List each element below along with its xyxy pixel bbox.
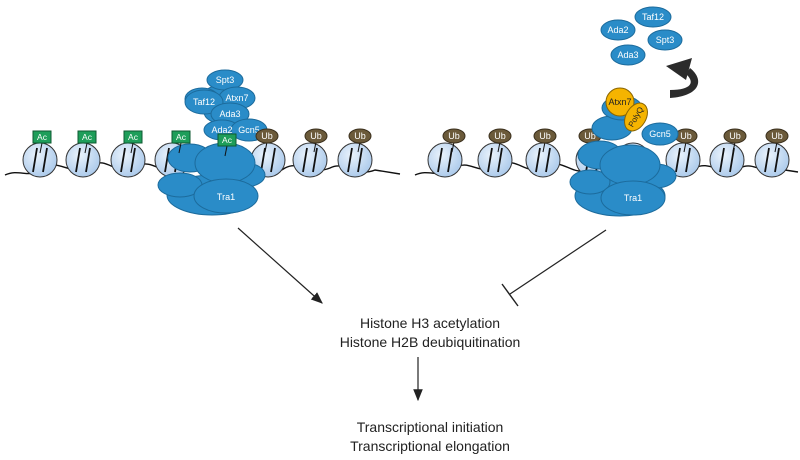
atxn7-label: Atxn7 [225,93,248,103]
ubiquitin-tag-group: Ub Ub Ub Ub Ub Ub Ub Ub Ub Ub [255,128,789,153]
ubiquitin-tag: Ub [255,128,279,153]
outcome-line-1: Histone H3 acetylation [359,315,501,331]
nucleosome [477,142,513,178]
nucleosome [110,142,146,178]
right-saga-complex: Atxn7 PolyQ Gcn5 Tra1 [569,87,679,217]
acetyl-tag-label: Ac [82,132,93,142]
nucleosome [754,142,790,178]
acetyl-tag-label: Ac [37,132,48,142]
acetyl-tag-group: Ac Ac Ac Ac Ac [32,130,237,157]
ubiquitin-tag: Ub [723,128,747,153]
released-ada3-label: Ada3 [617,50,638,60]
ubiquitin-tag-label: Ub [729,131,741,141]
ubiquitin-tag: Ub [304,128,328,153]
acetyl-tag-label: Ac [176,132,187,142]
released-subunits: Ada2 Taf12 Spt3 Ada3 [600,6,683,66]
ada2-label: Ada2 [211,125,232,135]
ubiquitin-tag-label: Ub [771,131,783,141]
atxn7-mutant-label: Atxn7 [608,97,631,107]
nucleosome [709,142,745,178]
acetyl-tag: Ac [77,130,97,154]
ada3-label: Ada3 [219,109,240,119]
released-taf12-label: Taf12 [642,12,664,22]
nucleosome [65,142,101,178]
ubiquitin-tag-label: Ub [494,131,506,141]
gcn5-label: Gcn5 [238,125,260,135]
outcome-text: Histone H3 acetylation Histone H2B deubi… [0,314,800,352]
acetyl-tag-label: Ac [128,132,139,142]
ubiquitin-tag: Ub [348,128,372,153]
inhibition-bar [501,283,519,307]
nucleosome [337,142,373,178]
nucleosome [22,142,58,178]
released-spt3-label: Spt3 [656,35,675,45]
inhibition-arrow [509,229,607,295]
ubiquitin-tag: Ub [442,128,466,153]
nucleosome [525,142,561,178]
result-line-1: Transcriptional initiation [356,419,504,435]
ubiquitin-tag-label: Ub [448,131,460,141]
acetyl-tag: Ac [123,130,143,154]
ubiquitin-tag: Ub [488,128,512,153]
released-ada2-label: Ada2 [607,25,628,35]
acetyl-tag: Ac [171,130,191,154]
right-gcn5-label: Gcn5 [649,129,671,139]
acetyl-tag: Ac [32,130,52,154]
ubiquitin-tag-label: Ub [354,131,366,141]
acetyl-tag: Ac [217,133,237,157]
ubiquitin-tag: Ub [533,128,557,153]
release-arrow-head-icon [666,58,692,80]
spt3-label: Spt3 [216,75,235,85]
outcome-line-2: Histone H2B deubiquitination [339,334,521,350]
acetyl-tag-label: Ac [222,135,233,145]
tra1-label: Tra1 [217,192,235,202]
release-arrow-icon [670,68,699,98]
ubiquitin-tag-label: Ub [539,131,551,141]
ubiquitin-tag-label: Ub [680,131,692,141]
activation-arrow [237,227,323,304]
result-line-2: Transcriptional elongation [350,438,510,454]
right-tra1-label: Tra1 [624,193,642,203]
taf12-label: Taf12 [193,97,215,107]
nucleosome [292,142,328,178]
ubiquitin-tag-label: Ub [310,131,322,141]
ubiquitin-tag: Ub [765,128,789,153]
ubiquitin-tag-label: Ub [261,131,273,141]
ubiquitin-tag-label: Ub [584,131,596,141]
nucleosome [427,142,463,178]
nucleosome [665,142,701,178]
result-text: Transcriptional initiation Transcription… [0,418,800,456]
